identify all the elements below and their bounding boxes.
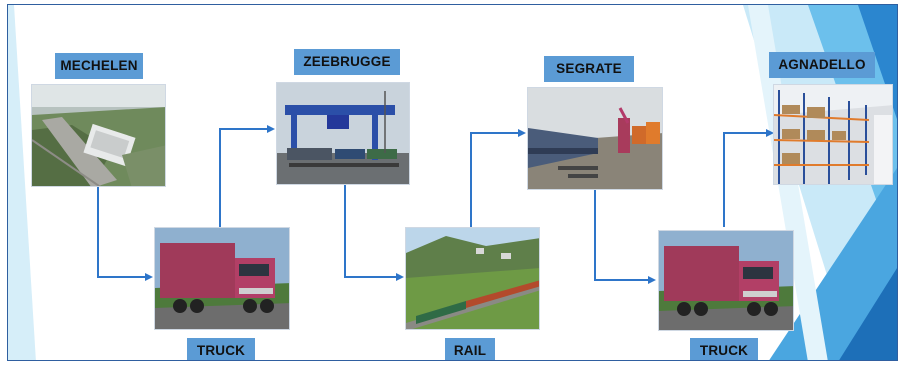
label-segrate: SEGRATE <box>544 56 634 82</box>
photo-mechelen-aerial <box>31 84 166 187</box>
label-zeebrugge: ZEEBRUGGE <box>294 49 400 75</box>
label-agnadello: AGNADELLO <box>769 52 875 78</box>
diagram-frame: MECHELEN ZEEBRUGGE SEGRATE AGNADELLO TRU… <box>7 4 898 361</box>
photo-zeebrugge-terminal <box>276 82 410 185</box>
photo-truck-2 <box>658 230 794 331</box>
photo-segrate-terminal <box>527 87 663 190</box>
label-rail: RAIL <box>445 338 495 360</box>
photo-truck-1 <box>154 227 290 330</box>
photo-rail-train <box>405 227 540 330</box>
label-truck-2: TRUCK <box>690 338 758 360</box>
label-mechelen: MECHELEN <box>55 53 143 79</box>
photo-agnadello-warehouse <box>773 84 893 185</box>
label-truck-1: TRUCK <box>187 338 255 360</box>
